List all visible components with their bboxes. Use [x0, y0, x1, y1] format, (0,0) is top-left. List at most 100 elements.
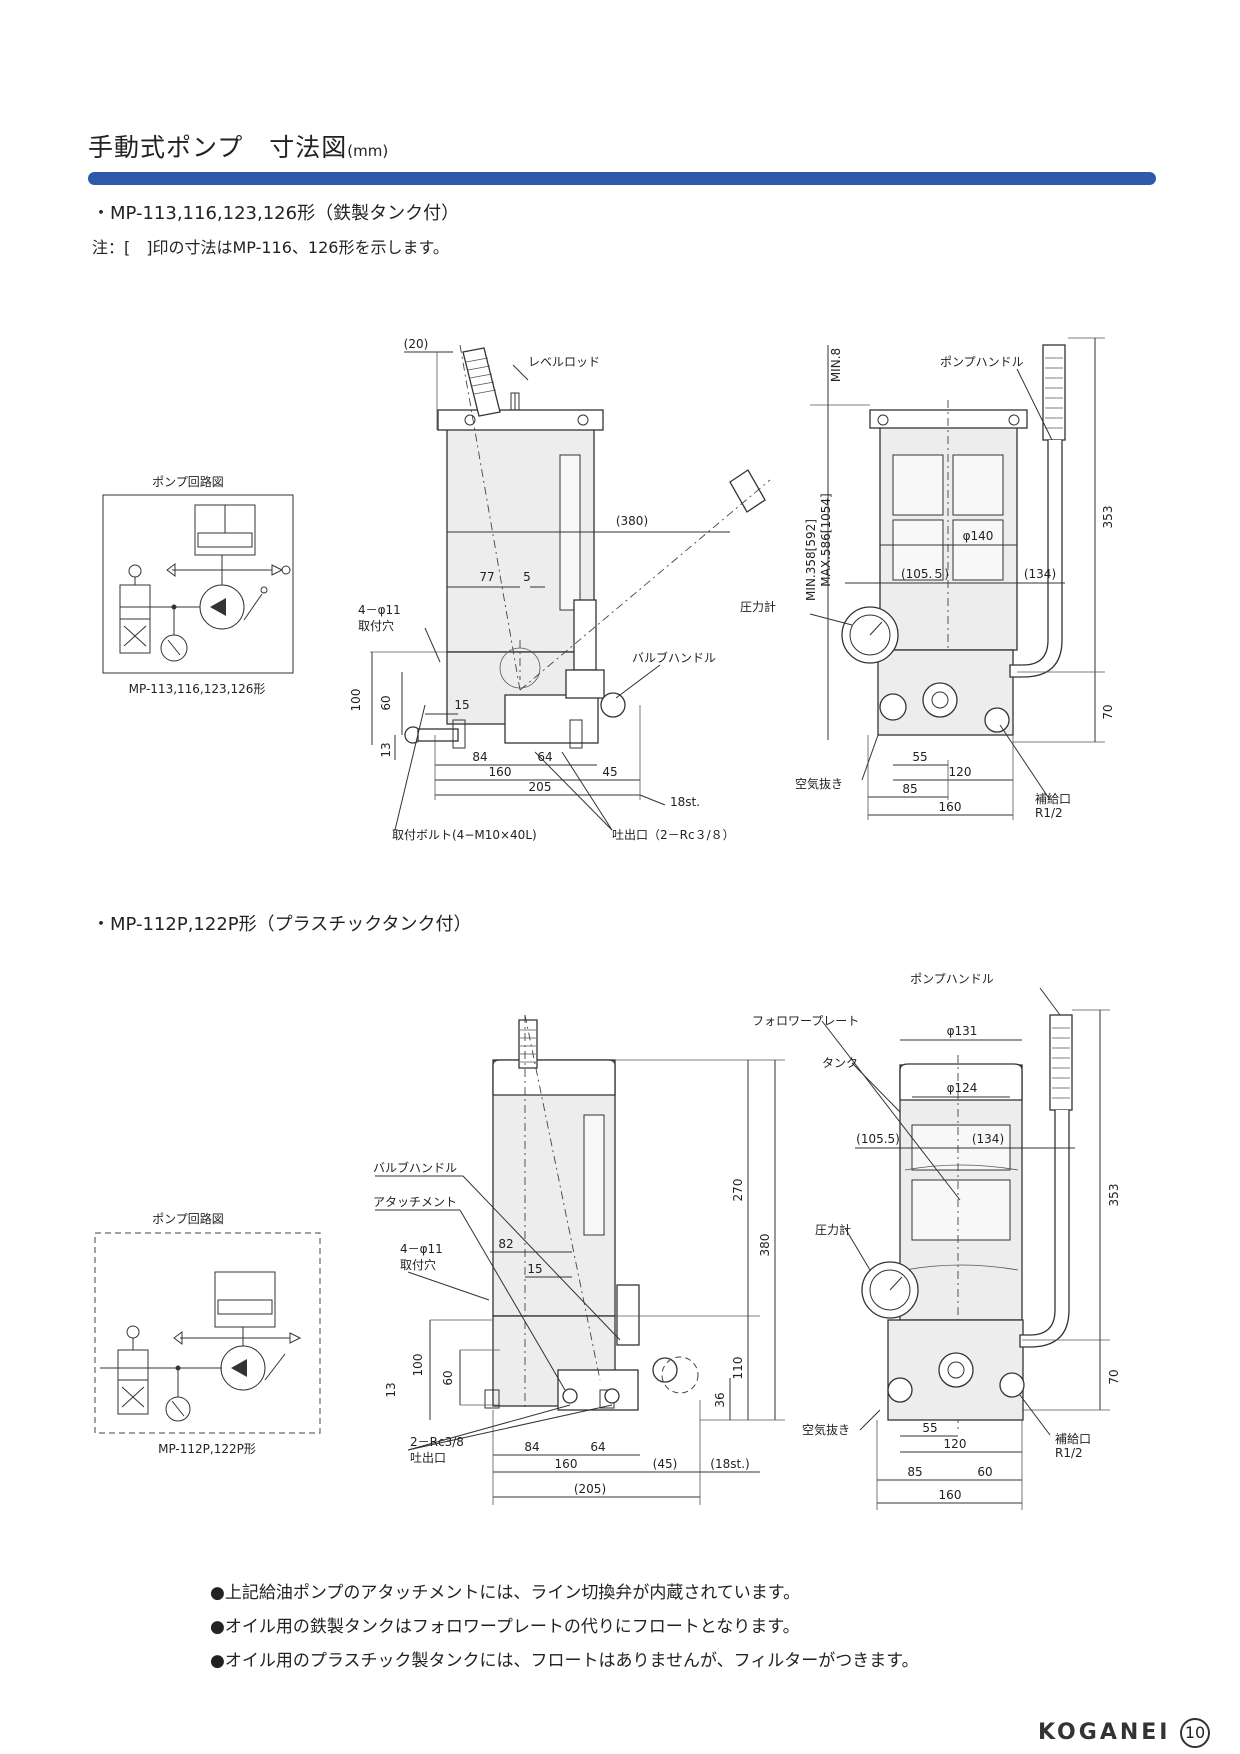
s2-valve-handle-knob	[652, 1357, 678, 1383]
section1-side-view: MIN.8 ポンプハンドル MIN.358[592] MAX.586[1054]…	[740, 337, 1115, 820]
s2-front-dim-205: (205)	[574, 1482, 606, 1496]
s2-outlet-1: 2－Rc3/8	[410, 1435, 464, 1449]
s1-side-dim-105-5: (105.５)	[901, 567, 949, 581]
s2-side-base	[887, 1319, 1024, 1421]
s2-tank-label: タンク	[822, 1056, 858, 1070]
circuit1-caption: MP-113,116,123,126形	[129, 682, 266, 696]
s1-bolt-label: 取付ボルト(4−M10×40L)	[392, 828, 537, 842]
title-underline-bar	[88, 172, 1156, 185]
s1-side-min-h: MIN.358[592]	[804, 519, 818, 601]
section1-note: 注：[ ]印の寸法はMP-116、126形を示します。	[92, 238, 449, 257]
s1-front-dim-5: 5	[523, 570, 531, 584]
s2-front-dim-110: 110	[731, 1357, 745, 1380]
s2-side-dim-160: 160	[939, 1488, 962, 1502]
s2-side-pump-handle-label: ポンプハンドル	[910, 972, 994, 986]
pump-handle-grip	[462, 347, 501, 417]
circuit2-title: ポンプ回路図	[152, 1211, 224, 1226]
s2-attachment	[616, 1284, 640, 1346]
section1-circuit-diagram: ポンプ回路図 MP-113,116,123,126形	[102, 474, 294, 696]
section2-side-view: ポンプハンドル フォロワープレート φ131 タンク φ124 (105.5) …	[752, 972, 1121, 1510]
s1-front-dim-15: 15	[454, 698, 469, 712]
s1-front-dim-100: 100	[349, 689, 363, 712]
section2-circuit-diagram: ポンプ回路図 MP-112P,122P形	[94, 1211, 321, 1456]
s2-front-dim-160: 160	[555, 1457, 578, 1471]
s1-hole-label-2: 取付穴	[358, 618, 394, 633]
s1-front-dim-13: 13	[379, 742, 393, 757]
s2-side-dim-55: 55	[922, 1421, 937, 1435]
section2-front-view: バルブハンドル アタッチメント 82 15 4－φ11 取付穴 100 60 1…	[373, 1014, 785, 1505]
page-number: 10	[1180, 1718, 1210, 1748]
s2-front-dim-36: 36	[713, 1392, 727, 1407]
s2-front-dim-64: 64	[590, 1440, 605, 1454]
s1-front-dim-20: (20)	[404, 337, 429, 351]
s2-valve-handle-label: バルブハンドル	[373, 1160, 457, 1175]
s2-front-dim-15: 15	[527, 1262, 542, 1276]
s1-side-dim-85: 85	[902, 782, 917, 796]
s2-side-dia-124: φ124	[947, 1081, 978, 1095]
title-main: 手動式ポンプ 寸法図	[88, 133, 348, 162]
s1-side-dim-70: 70	[1101, 704, 1115, 719]
s2-side-dia-131: φ131	[947, 1024, 978, 1038]
circuit2-caption: MP-112P,122P形	[158, 1442, 256, 1456]
s1-front-dim-60: 60	[379, 695, 393, 710]
s2-side-dim-120: 120	[944, 1437, 967, 1451]
s1-side-dim-55: 55	[912, 750, 927, 764]
s2-hole-label-2: 取付穴	[400, 1257, 436, 1272]
s1-side-dim-353: 353	[1101, 506, 1115, 529]
s2-side-dim-70: 70	[1107, 1369, 1121, 1384]
s2-front-dim-60: 60	[441, 1370, 455, 1385]
s2-side-gauge-label: 圧力計	[815, 1222, 851, 1237]
bullet-note-2: ●オイル用の鉄製タンクはフォロワープレートの代りにフロートとなります。	[210, 1617, 800, 1637]
s2-side-supply-1: 補給口	[1055, 1432, 1091, 1446]
s1-outlet-label: 吐出口（2－Rc３/８）	[612, 828, 735, 842]
s2-side-dim-85: 85	[907, 1465, 922, 1479]
s1-side-supply-1: 補給口	[1035, 792, 1071, 806]
s1-hole-label-1: 4－φ11	[358, 603, 401, 617]
s2-side-dim-105-5: (105.5)	[856, 1132, 900, 1146]
s1-side-gauge-label: 圧力計	[740, 599, 776, 614]
s1-front-stroke: 18st.	[670, 795, 700, 809]
s2-side-supply-2: R1/2	[1055, 1446, 1083, 1460]
koganei-logo: KOGANEI	[1038, 1720, 1171, 1745]
s1-side-dim-160: 160	[939, 800, 962, 814]
s2-front-dim-45: (45)	[653, 1457, 678, 1471]
title-unit: (mm)	[347, 142, 389, 160]
s1-front-dim-64: 64	[537, 750, 552, 764]
bullet-note-3: ●オイル用のプラスチック製タンクには、フロートはありませんが、フィルターがつきま…	[210, 1651, 919, 1671]
s2-side-dim-60: 60	[977, 1465, 992, 1479]
s1-front-dim-380: (380)	[616, 514, 648, 528]
s1-side-pump-handle	[1042, 344, 1066, 441]
s2-attachment-label: アタッチメント	[373, 1195, 457, 1209]
s1-side-pump-handle-label: ポンプハンドル	[940, 355, 1024, 369]
s1-valve-handle-label: バルブハンドル	[632, 650, 716, 665]
s2-side-dim-353: 353	[1107, 1184, 1121, 1207]
s1-front-dim-77: 77	[479, 570, 494, 584]
s1-side-max-h: MAX.586[1054]	[819, 493, 833, 586]
s2-front-dim-82: 82	[498, 1237, 513, 1251]
s2-side-dim-134: (134)	[972, 1132, 1004, 1146]
circuit1-title: ポンプ回路図	[152, 474, 224, 489]
s2-front-dim-84: 84	[524, 1440, 539, 1454]
page-title: 手動式ポンプ 寸法図(mm)	[88, 128, 388, 164]
s2-outlet-2: 吐出口	[410, 1451, 446, 1465]
bullet-note-1: ●上記給油ポンプのアタッチメントには、ライン切換弁が内蔵されています。	[210, 1583, 801, 1603]
s1-front-dim-45: 45	[602, 765, 617, 779]
s2-front-dim-13: 13	[384, 1382, 398, 1397]
s1-side-dim-134: (134)	[1024, 567, 1056, 581]
section1-heading: ・MP-113,116,123,126形（鉄製タンク付）	[92, 203, 460, 224]
s2-hole-label-1: 4－φ11	[400, 1242, 443, 1256]
s1-level-rod-label: レベルロッド	[528, 355, 600, 369]
s2-side-pump-handle	[1049, 1014, 1073, 1111]
section1-front-view: (20) レベルロッド (380) 77 5 4－φ11 取付穴 バルブハンドル…	[349, 337, 771, 842]
circuit2-frame	[94, 1232, 321, 1434]
s1-side-supply-2: R1/2	[1035, 806, 1063, 820]
s1-front-dim-84: 84	[472, 750, 487, 764]
s1-front-dim-205: 205	[529, 780, 552, 794]
s1-side-dim-120: 120	[949, 765, 972, 779]
s1-side-min8: MIN.8	[829, 348, 843, 382]
s1-side-dia-140: φ140	[963, 529, 994, 543]
circuit1-frame	[102, 494, 294, 674]
section2-heading: ・MP-112P,122P形（プラスチックタンク付）	[92, 914, 472, 935]
s2-front-stroke: (18st.)	[710, 1457, 749, 1471]
s2-side-air-vent: 空気抜き	[802, 1422, 850, 1437]
